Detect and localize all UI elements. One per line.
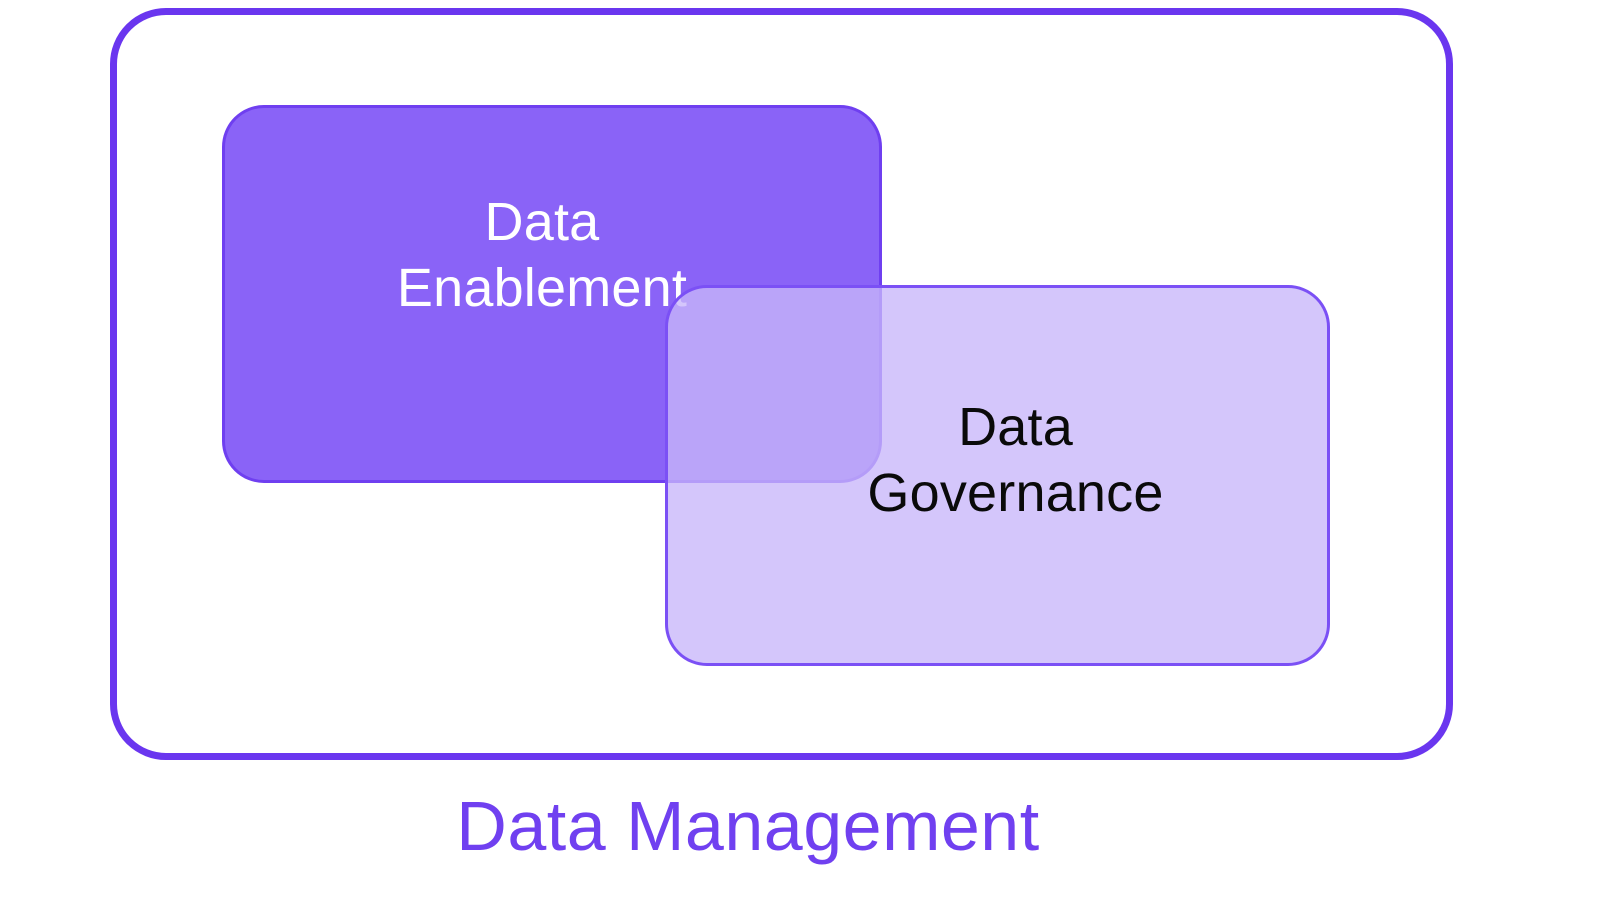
set-data-enablement-label: Data Enablement [396,192,688,318]
diagram-caption: Data Management [456,787,1040,865]
set-data-governance[interactable]: Data Governance [665,285,1330,666]
set-data-governance-label: Data Governance [867,396,1164,523]
data-management-container [110,8,1453,760]
